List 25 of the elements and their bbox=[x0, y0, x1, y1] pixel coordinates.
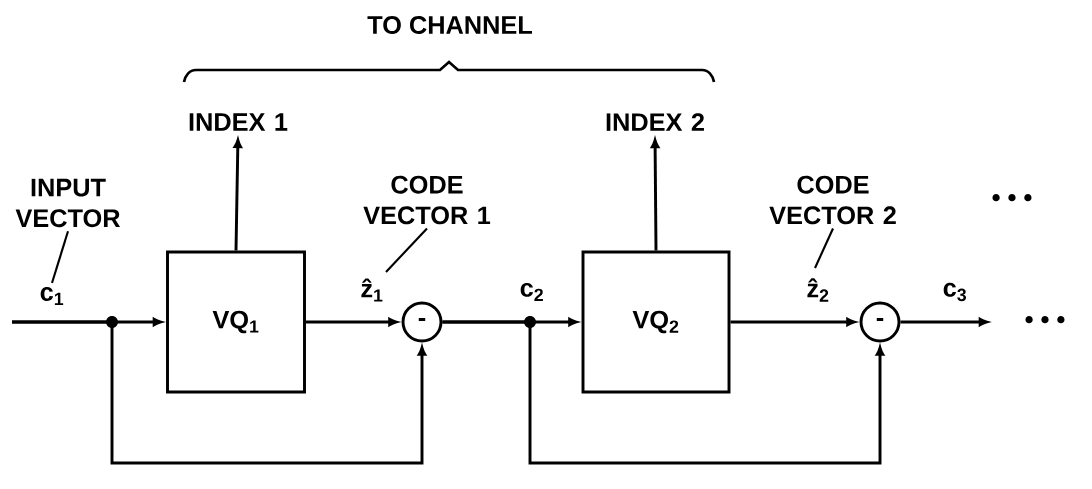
edge-label: c$_{1}$ bbox=[38, 285, 66, 307]
output-label: CODE VECTOR 1 bbox=[363, 175, 491, 225]
arrow bbox=[233, 138, 243, 251]
heading-label: TO CHANNEL bbox=[367, 16, 532, 34]
arrow bbox=[650, 138, 660, 251]
edge-label: c$_{2}$ bbox=[518, 281, 546, 303]
index-label: INDEX 2 bbox=[606, 113, 704, 131]
quantizer-box: VQ$_{1}$ bbox=[166, 250, 306, 394]
edge-label: ẑ$_{1}$ bbox=[359, 277, 385, 303]
leader-line bbox=[51, 231, 69, 284]
ellipsis-dots: • • • bbox=[1025, 316, 1065, 324]
arrow bbox=[305, 317, 398, 327]
index-label: INDEX 1 bbox=[189, 113, 288, 131]
edge-label: c$_{3}$ bbox=[941, 281, 969, 303]
ellipsis-dots: • • • bbox=[992, 194, 1032, 202]
input-label: INPUT VECTOR bbox=[15, 178, 121, 228]
feedback-arrow bbox=[12, 320, 427, 465]
quantizer-box: VQ$_{2}$ bbox=[581, 250, 731, 394]
leader-line bbox=[385, 227, 428, 273]
output-label: CODE VECTOR 2 bbox=[769, 175, 896, 225]
arrow bbox=[730, 317, 856, 327]
arrow bbox=[900, 317, 989, 327]
edge-label: ẑ$_{2}$ bbox=[805, 277, 831, 303]
feedback-arrow bbox=[442, 320, 885, 465]
leader-line bbox=[814, 228, 834, 269]
